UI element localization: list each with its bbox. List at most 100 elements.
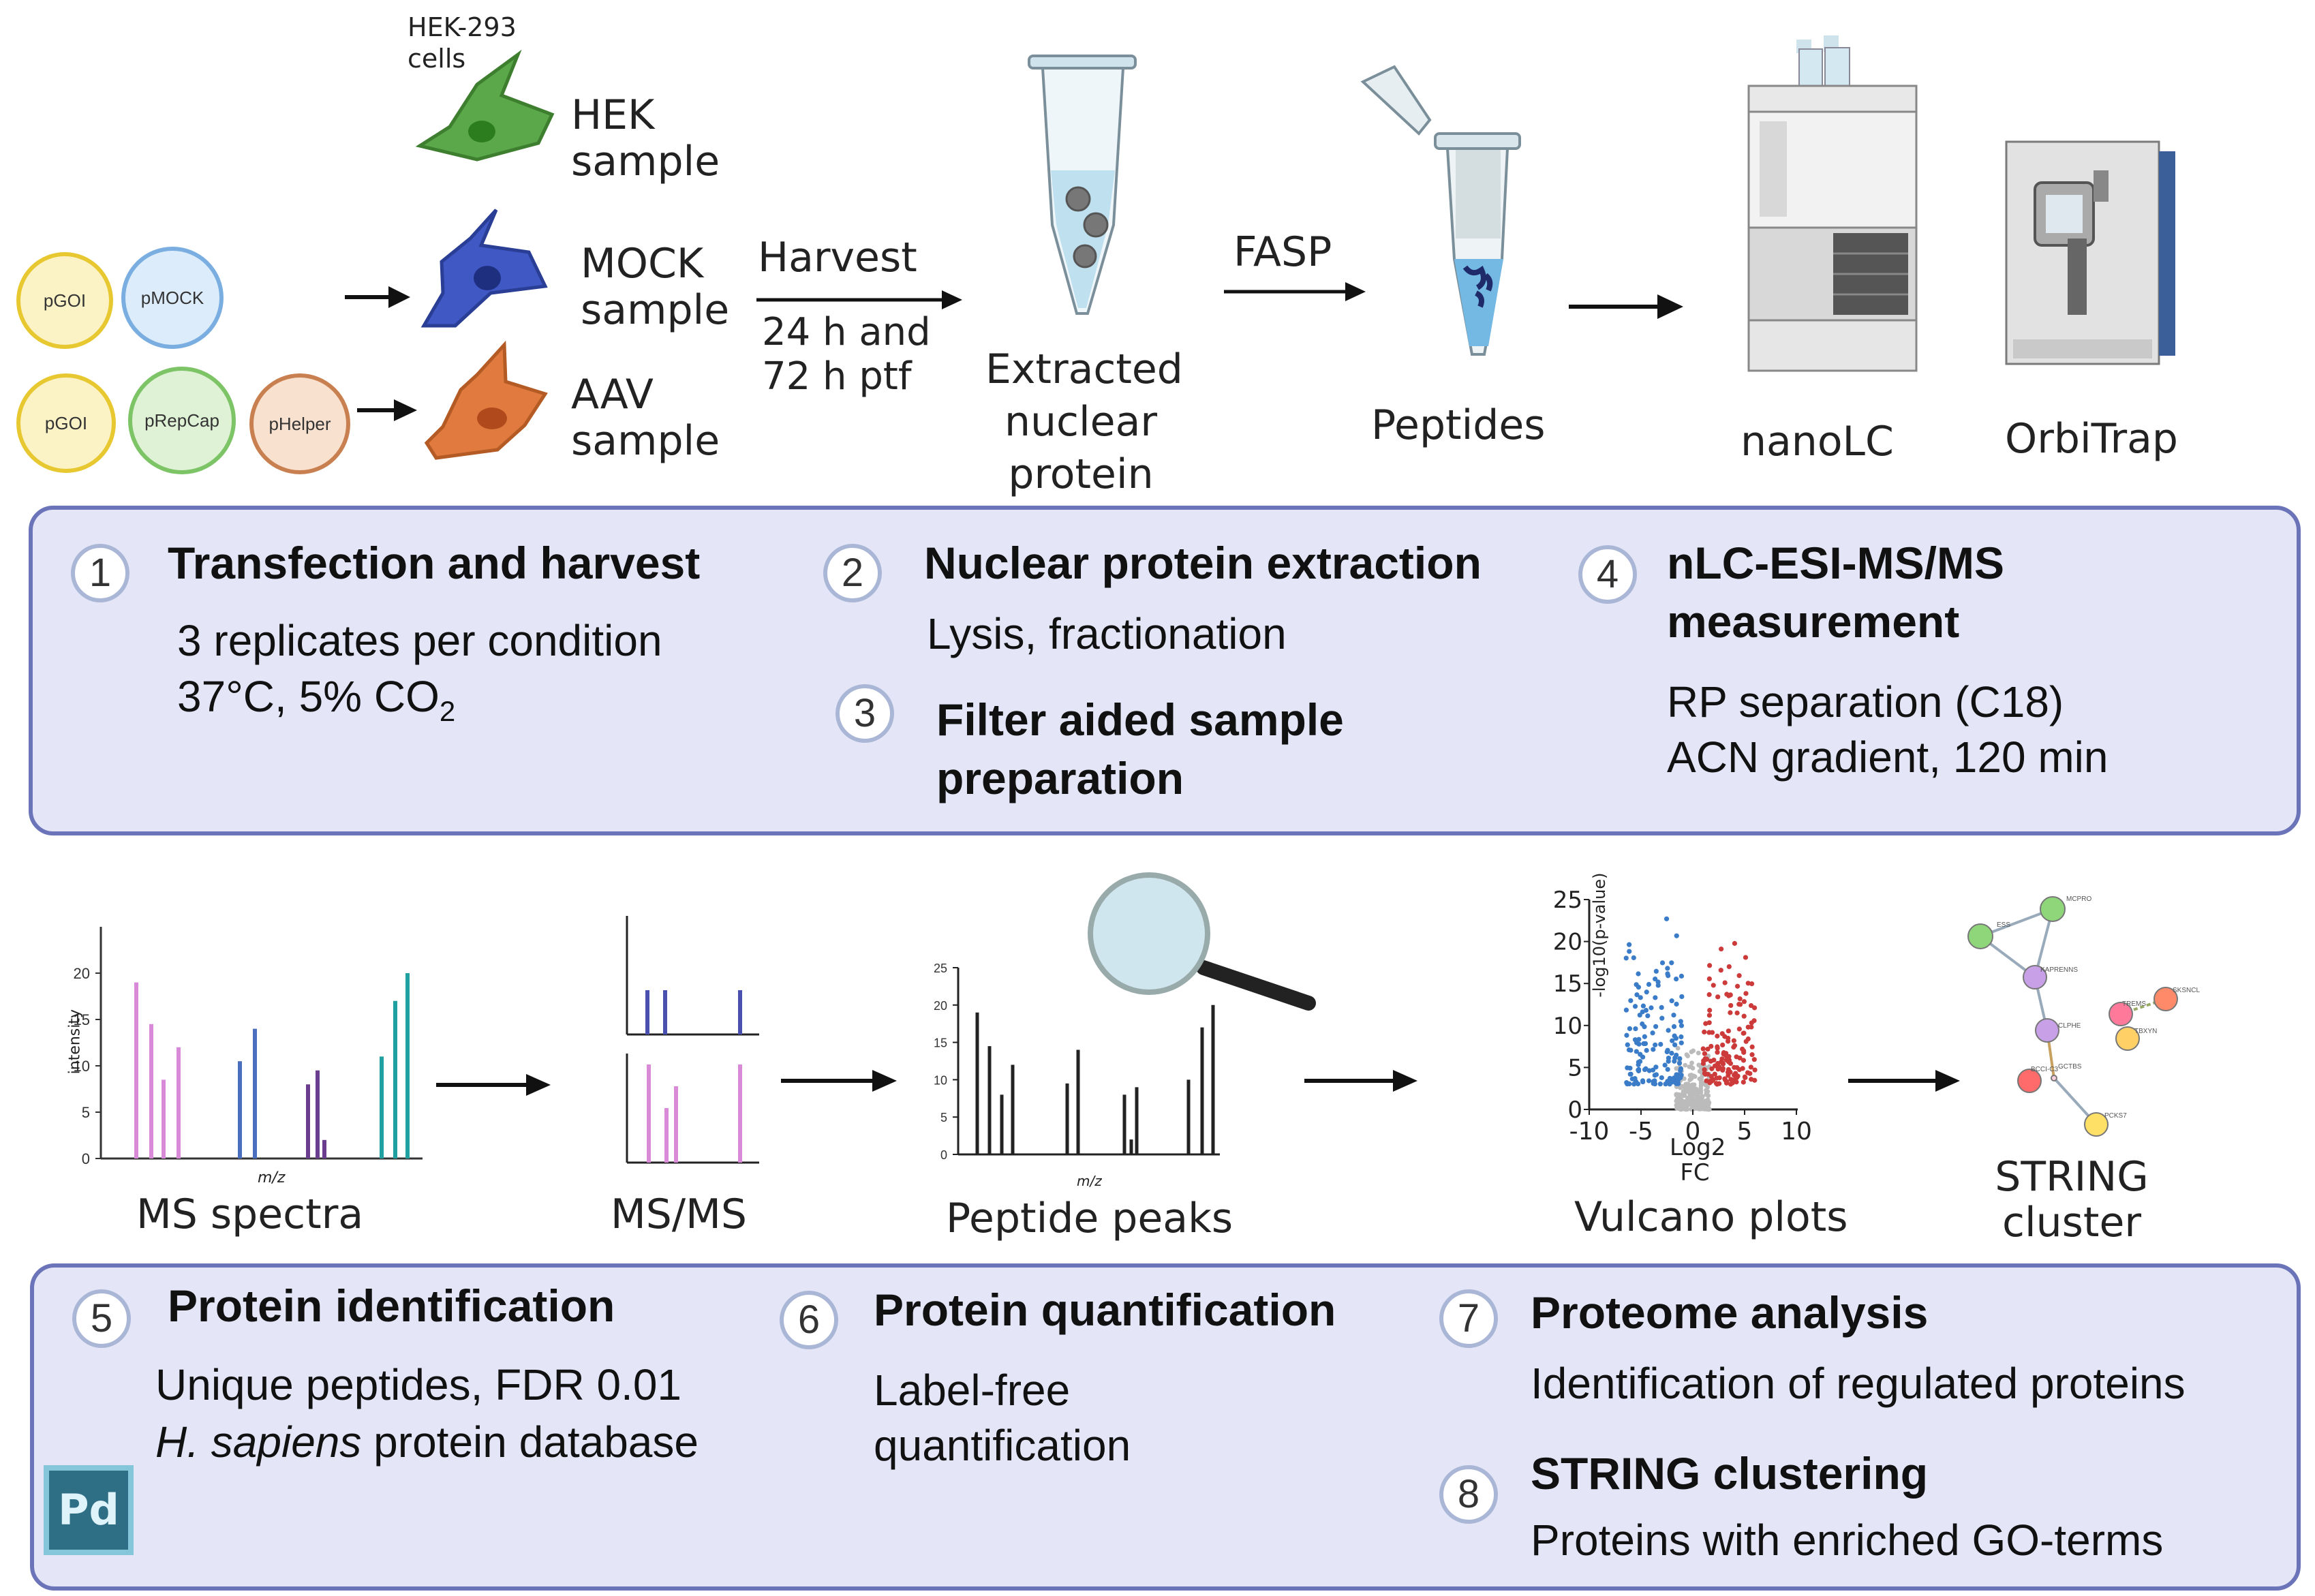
string-node bbox=[2115, 1026, 2140, 1051]
fasp-label: FASP bbox=[1233, 228, 1332, 276]
volcano-point-down bbox=[1627, 949, 1632, 954]
volcano-point-grey bbox=[1682, 1102, 1687, 1107]
volcano-point-up bbox=[1728, 1002, 1734, 1009]
volcano-point-grey bbox=[1696, 1101, 1700, 1105]
string-node bbox=[2040, 896, 2066, 922]
pp-ytick-label: 5 bbox=[940, 1111, 947, 1124]
volcano-point-down bbox=[1658, 1041, 1664, 1047]
volcano-point-up bbox=[1707, 1080, 1713, 1086]
volcano-point-down bbox=[1633, 1026, 1638, 1032]
volcano-point-up bbox=[1709, 1066, 1715, 1071]
volcano-point-up bbox=[1749, 1077, 1754, 1082]
volcano-point-down bbox=[1643, 1007, 1649, 1013]
volcano-point-down bbox=[1646, 981, 1652, 987]
volcano-point-down bbox=[1650, 1030, 1655, 1036]
arrow-peptides-to-lc bbox=[1569, 294, 1683, 319]
volcano-point-down bbox=[1644, 989, 1649, 995]
string-node-label: TREMS bbox=[2122, 1000, 2146, 1008]
volcano-point-down bbox=[1653, 1024, 1659, 1029]
volcano-point-up bbox=[1726, 1073, 1731, 1078]
volcano-point-down bbox=[1627, 1026, 1633, 1032]
volcano-point-up bbox=[1721, 1050, 1727, 1056]
step-number-1: 1 bbox=[71, 544, 129, 602]
volcano-point-grey bbox=[1696, 1050, 1701, 1056]
volcano-point-down bbox=[1666, 1058, 1671, 1064]
ms-ytick-label: 0 bbox=[82, 1150, 90, 1167]
volcano-point-grey bbox=[1691, 1048, 1696, 1054]
step-text-replicates: 3 replicates per condition bbox=[177, 616, 662, 665]
tube-peptides-icon bbox=[1360, 65, 1521, 356]
volcano-point-up bbox=[1720, 1066, 1726, 1071]
volcano-point-down bbox=[1659, 1075, 1664, 1081]
msms-label: MS/MS bbox=[611, 1191, 747, 1238]
volcano-point-up bbox=[1723, 1077, 1728, 1083]
arrow-harvest bbox=[756, 290, 962, 309]
volcano-point-up bbox=[1749, 1044, 1755, 1049]
vulcano-plots-label: Vulcano plots bbox=[1574, 1193, 1848, 1241]
volcano-point-up bbox=[1752, 1067, 1758, 1073]
volcano-point-down bbox=[1674, 1001, 1679, 1007]
arrow-plasmids-to-mock bbox=[345, 286, 410, 308]
volcano-point-up bbox=[1712, 1063, 1718, 1069]
step-title-nuclear-extraction: Nuclear protein extraction bbox=[924, 538, 1482, 588]
volcano-point-grey bbox=[1689, 1060, 1694, 1066]
step-title-string-clustering: STRING clustering bbox=[1531, 1448, 1929, 1499]
volcano-point-grey bbox=[1691, 1082, 1697, 1088]
volcano-point-down bbox=[1675, 1072, 1681, 1077]
conditions-text: 37°C, 5% CO bbox=[177, 672, 440, 721]
peptide-peaks-label: Peptide peaks bbox=[946, 1195, 1233, 1242]
ms-spectra-axes bbox=[99, 927, 423, 1160]
harvest-label: Harvest bbox=[758, 234, 917, 281]
intensity-axis-label: intensity bbox=[66, 1009, 84, 1075]
volcano-point-down bbox=[1653, 968, 1659, 974]
volcano-point-up bbox=[1734, 1010, 1740, 1016]
step-number-5: 5 bbox=[72, 1289, 131, 1348]
volcano-point-up bbox=[1728, 1010, 1733, 1015]
volcano-point-up bbox=[1728, 1081, 1734, 1087]
volcano-point-up bbox=[1726, 1054, 1732, 1059]
volcano-point-up bbox=[1748, 1064, 1753, 1070]
ms-ytick-label: 15 bbox=[74, 1011, 90, 1028]
plasmid-label: pGOI bbox=[44, 413, 88, 433]
volcano-point-down bbox=[1652, 1073, 1657, 1078]
volcano-point-down bbox=[1637, 1012, 1642, 1018]
volcano-point-down bbox=[1653, 1042, 1658, 1047]
volcano-point-up bbox=[1734, 983, 1741, 989]
ms-ytick-label: 5 bbox=[82, 1104, 90, 1121]
pp-ytick-label: 0 bbox=[940, 1148, 947, 1162]
volcano-xtick-label: -10 bbox=[1569, 1118, 1610, 1146]
volcano-point-down bbox=[1634, 982, 1639, 987]
plasmid-pgoi-1: pGOI bbox=[16, 252, 113, 349]
extracted-nuclear-protein-label: Extracted nuclear protein bbox=[985, 346, 1183, 498]
hek293-cells-label: HEK-293 cells bbox=[408, 12, 517, 74]
volcano-point-up bbox=[1737, 1055, 1743, 1061]
volcano-point-up bbox=[1702, 1071, 1708, 1076]
volcano-point-down bbox=[1651, 1047, 1656, 1052]
volcano-point-down bbox=[1664, 1049, 1670, 1055]
volcano-point-up bbox=[1743, 991, 1749, 996]
volcano-point-up bbox=[1719, 1059, 1724, 1064]
string-network bbox=[1979, 908, 2166, 1126]
string-cluster-label: STRING cluster bbox=[1995, 1153, 2149, 1247]
volcano-point-down bbox=[1640, 1003, 1646, 1009]
volcano-point-down bbox=[1625, 1065, 1630, 1071]
volcano-point-down bbox=[1642, 1024, 1647, 1030]
volcano-point-down bbox=[1627, 1071, 1633, 1077]
volcano-point-grey bbox=[1689, 1088, 1694, 1094]
string-node-label: SKSNCL bbox=[2173, 987, 2200, 994]
orbitrap-label: OrbiTrap bbox=[2005, 415, 2179, 463]
volcano-point-down bbox=[1625, 1042, 1630, 1047]
nanolc-label: nanoLC bbox=[1741, 418, 1894, 465]
volcano-point-up bbox=[1741, 1048, 1747, 1054]
arrow-msms-to-peaks bbox=[781, 1070, 897, 1092]
volcano-point-down bbox=[1659, 1004, 1664, 1011]
volcano-point-down bbox=[1652, 1078, 1657, 1084]
co2-subscript: 2 bbox=[439, 694, 456, 727]
volcano-point-grey bbox=[1675, 1045, 1681, 1051]
plasmid-prepcap: pRepCap bbox=[128, 367, 236, 474]
volcano-point-down bbox=[1624, 1032, 1629, 1038]
ms-ytick-label: 20 bbox=[74, 965, 90, 982]
volcano-point-grey bbox=[1689, 1094, 1695, 1099]
